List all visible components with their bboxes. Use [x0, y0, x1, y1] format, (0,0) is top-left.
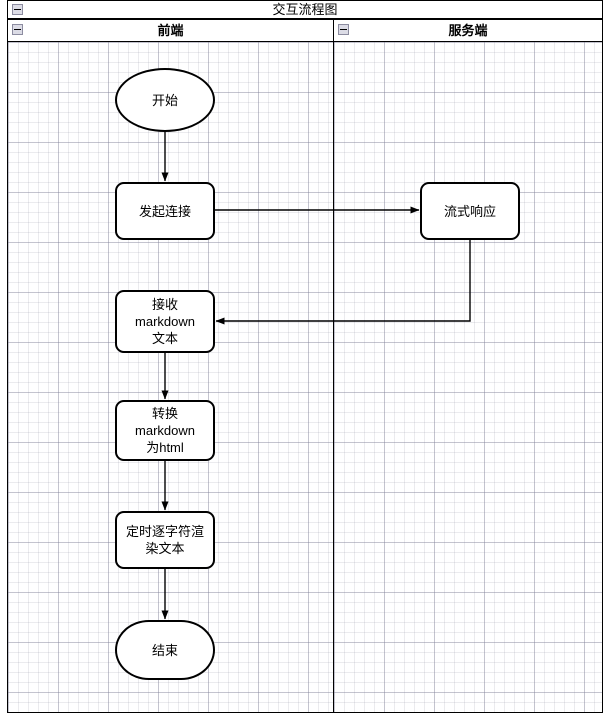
swimlane-label-server: 服务端 [448, 23, 488, 38]
swimlane-header-server[interactable]: 服务端 [333, 19, 603, 42]
node-start[interactable]: 开始 [115, 68, 215, 132]
minus-box-icon-frontend[interactable] [12, 24, 23, 35]
pool-title-bar[interactable]: 交互流程图 [7, 0, 603, 19]
minus-box-icon-pool[interactable] [12, 4, 23, 15]
swimlane-header-frontend[interactable]: 前端 [7, 19, 334, 42]
node-end[interactable]: 结束 [115, 620, 215, 680]
node-receive-markdown-text[interactable]: 接收 markdown 文本 [115, 290, 215, 353]
minus-box-icon-server[interactable] [338, 24, 349, 35]
node-convert-markdown-to-html[interactable]: 转换 markdown 为html [115, 400, 215, 461]
swimlane-body-server [333, 42, 603, 713]
swimlane-label-frontend: 前端 [157, 23, 184, 38]
swimlane-body-frontend [7, 42, 334, 713]
pool-title: 交互流程图 [272, 2, 338, 17]
node-timed-char-render-text[interactable]: 定时逐字符渲 染文本 [115, 511, 215, 569]
node-initiate-connection[interactable]: 发起连接 [115, 182, 215, 240]
node-streaming-response[interactable]: 流式响应 [420, 182, 520, 240]
